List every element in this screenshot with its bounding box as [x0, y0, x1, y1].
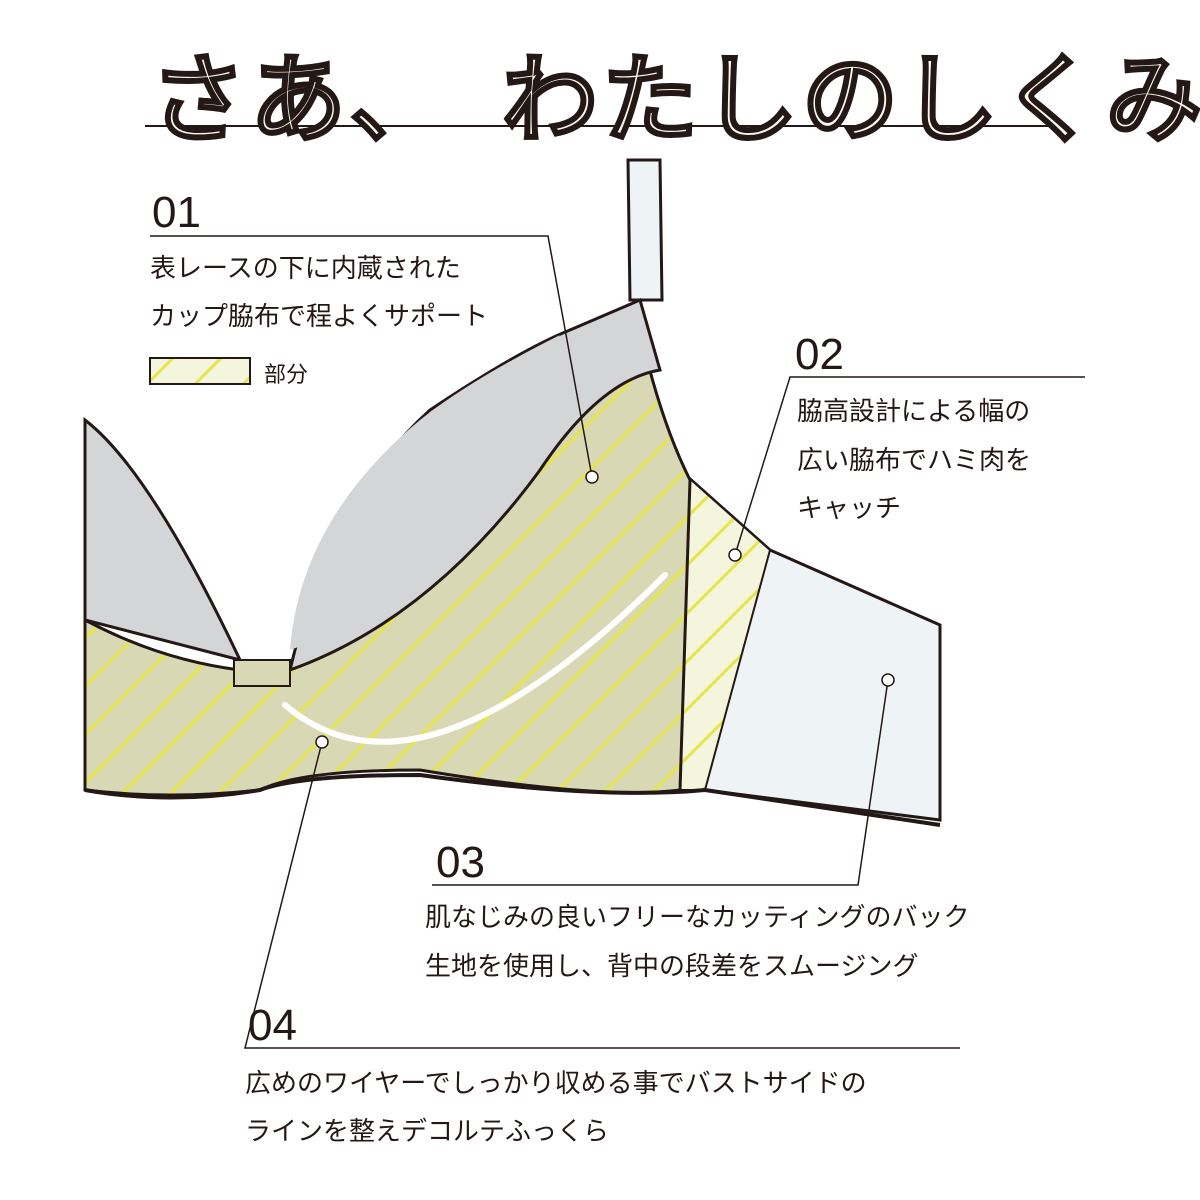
- right-cup-inner: [290, 335, 560, 650]
- point-02-line-1: 脇高設計による幅の: [797, 397, 1031, 427]
- underwire: [282, 572, 668, 745]
- point-03-number: 03: [436, 838, 485, 887]
- strap: [626, 158, 664, 302]
- point-01-line-2: カップ脇布で程よくサポート: [150, 302, 489, 332]
- point-02-line-3: キャッチ: [797, 494, 902, 524]
- point-03-line-2: 生地を使用し、背中の段差をスムージング: [425, 952, 919, 982]
- legend-label: 部分: [264, 363, 309, 388]
- leader-lines: [150, 235, 1085, 1049]
- point-04-line-1: 広めのワイヤーでしっかり収める事でバストサイドの: [245, 1069, 867, 1099]
- page-title: さあ、 わたしのしくみ: [149, 43, 1200, 158]
- bottom-band-edge: [84, 772, 941, 827]
- left-cup: [83, 416, 243, 663]
- legend-swatch: [149, 357, 251, 385]
- point-04-line-2: ラインを整えデコルテふっくら: [245, 1117, 610, 1147]
- point-04-number: 04: [248, 1001, 297, 1050]
- point-02-number: 02: [795, 330, 844, 379]
- point-01-line-1: 表レースの下に内蔵された: [150, 254, 461, 284]
- center-gore: [233, 659, 291, 687]
- point-02-line-2: 広い脇布でハミ肉を: [797, 446, 1032, 476]
- point-03-line-1: 肌なじみの良いフリーなカッティングのバック: [425, 903, 970, 933]
- leader-dots: [315, 470, 895, 749]
- point-01-number: 01: [152, 188, 201, 237]
